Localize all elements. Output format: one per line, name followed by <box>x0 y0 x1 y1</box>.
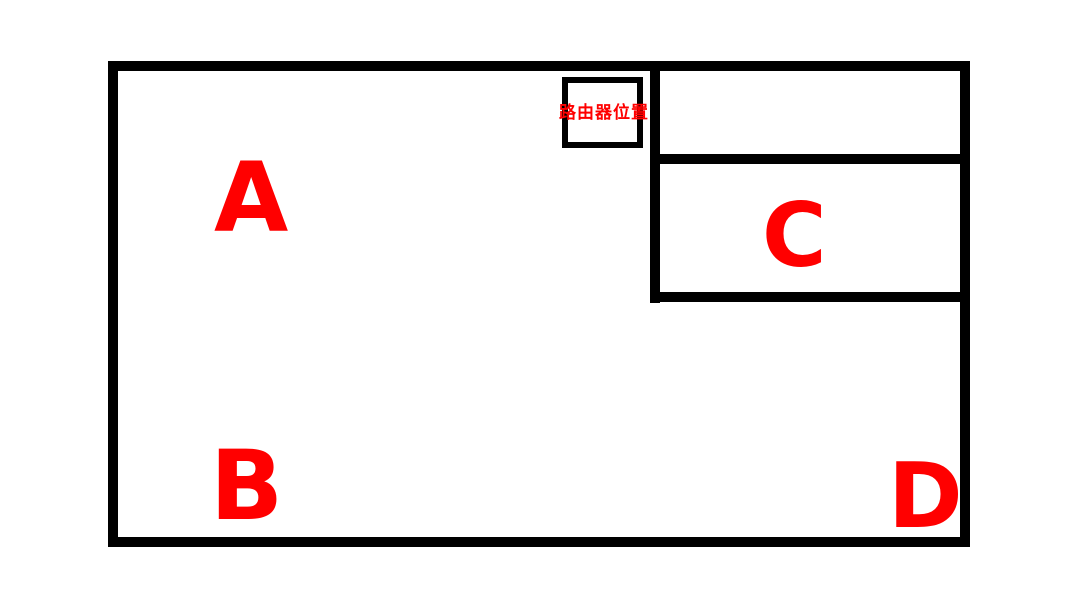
room-label-d: D <box>888 444 963 549</box>
room-label-b: B <box>210 430 284 542</box>
room-label-c: C <box>762 184 827 287</box>
router-location-label: 路由器位置 <box>559 103 649 123</box>
router-box <box>562 77 643 148</box>
outer-wall <box>108 61 970 547</box>
room-label-a: A <box>214 142 289 254</box>
